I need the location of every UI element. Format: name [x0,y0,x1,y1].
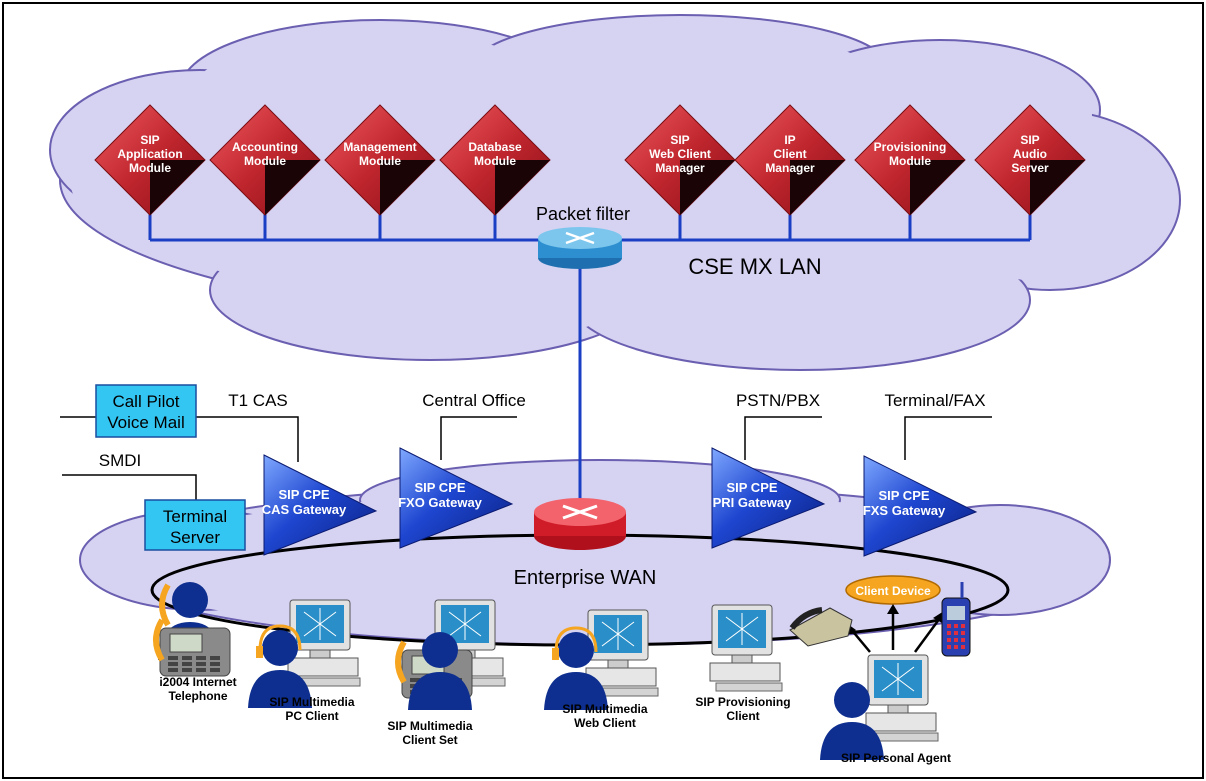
module-4-line-1: Web Client [649,147,711,161]
gateway-0-line-1: CAS Gateway [262,502,347,517]
gateway-3-line-1: FXS Gateway [863,503,946,518]
agent-user-icon [820,682,884,760]
module-1-line-0: Accounting [232,140,298,154]
client-label-set-2: Client Set [402,733,457,747]
agent-computer-icon [865,654,939,742]
smdi-label: SMDI [99,451,142,470]
client-device-label: Client Device [855,584,931,598]
client-label-web-2: Web Client [574,716,636,730]
module-0-line-0: SIP [140,133,159,147]
client-device-arrows [845,604,944,653]
terminal-server-line-1: Terminal [163,507,227,526]
callpilot-line-2: Voice Mail [107,413,184,432]
module-2-line-0: Management [343,140,416,154]
provisioning-computer-icon [709,604,783,692]
module-4-line-2: Manager [655,161,705,175]
client-desk-phone-icon [789,607,853,647]
client-set-user-icon [408,632,472,710]
module-1-line-1: Module [244,154,286,168]
terminal-server-box: Terminal Server [144,499,246,551]
client-label-web-1: SIP Multimedia [562,702,647,716]
module-3-line-1: Module [474,154,516,168]
module-0-line-2: Module [129,161,171,175]
module-5-line-1: Client [773,147,806,161]
client-mobile-phone-icon [941,582,971,657]
gateway-3-line-0: SIP CPE [878,488,929,503]
i2004-phone-icon [153,618,231,677]
packet-filter-label: Packet filter [536,204,630,224]
pc-client-user-icon [248,624,312,708]
client-labels: i2004 Internet Telephone SIP Multimedia … [159,675,951,765]
pc-client-computer-icon [287,599,361,687]
module-2-line-1: Module [359,154,401,168]
client-label-agent: SIP Personal Agent [841,751,951,765]
t1cas-label: T1 CAS [228,391,288,410]
pstn-label: PSTN/PBX [736,391,820,410]
terminal-server-line-2: Server [170,528,220,547]
wan-router-icon [534,498,626,550]
packet-filter-icon [538,227,622,269]
callpilot-box: Call Pilot Voice Mail [95,384,197,438]
i2004-handset-icon [159,583,171,627]
module-7-line-0: SIP [1020,133,1039,147]
client-label-pc-1: SIP Multimedia [269,695,354,709]
gateway-0-line-0: SIP CPE [278,487,329,502]
client-label-prov-2: Client [726,709,759,723]
gateway-2-line-0: SIP CPE [726,480,777,495]
terminal-fax-label: Terminal/FAX [884,391,985,410]
module-5-line-0: IP [784,133,795,147]
gateway-1-line-0: SIP CPE [414,480,465,495]
gateway-2-line-1: PRI Gateway [713,495,793,510]
module-7-line-2: Server [1011,161,1049,175]
module-group: SIPApplicationModuleAccountingModuleMana… [94,104,1086,216]
client-label-i2004-2: Telephone [168,689,227,703]
wan-title: Enterprise WAN [514,567,657,589]
web-client-computer-icon [585,609,659,697]
web-client-user-icon [544,626,608,710]
client-label-pc-2: PC Client [285,709,338,723]
clients-group [153,582,971,760]
module-0-line-1: Application [117,147,182,161]
module-5-line-2: Manager [765,161,815,175]
callpilot-line-1: Call Pilot [112,392,179,411]
module-6-line-1: Module [889,154,931,168]
module-7-line-1: Audio [1013,147,1047,161]
module-4-line-0: SIP [670,133,689,147]
client-label-i2004-1: i2004 Internet [159,675,236,689]
central-office-label: Central Office [422,391,526,410]
client-label-set-1: SIP Multimedia [387,719,472,733]
gateway-1-line-1: FXO Gateway [398,495,483,510]
lan-title: CSE MX LAN [688,254,821,279]
module-6-line-0: Provisioning [874,140,947,154]
module-3-line-0: Database [468,140,522,154]
client-device-badge: Client Device [845,575,941,605]
client-label-prov-1: SIP Provisioning [695,695,790,709]
